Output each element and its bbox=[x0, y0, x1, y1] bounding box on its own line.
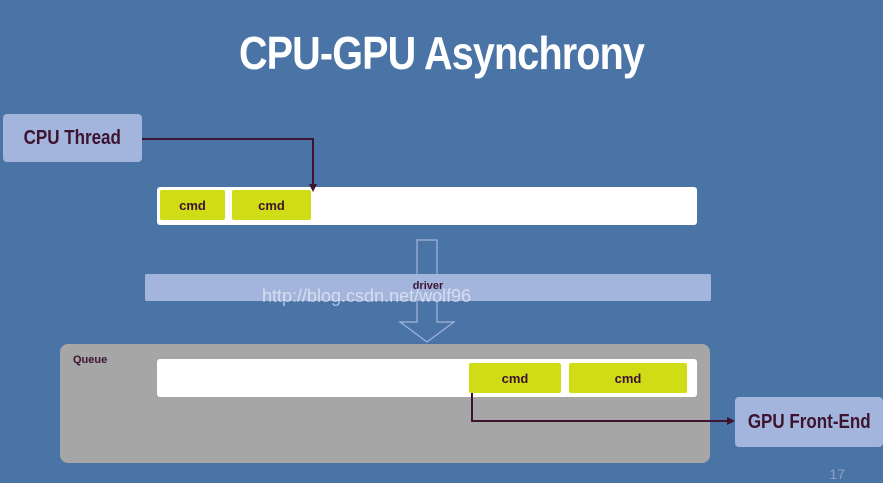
gpu-front-end-box: GPU Front-End bbox=[735, 397, 883, 447]
queue-cmd-block: cmd bbox=[469, 363, 561, 393]
cpu-cmd-block: cmd bbox=[232, 190, 311, 220]
driver-label: driver bbox=[412, 280, 444, 292]
slide-title: CPU-GPU Asynchrony bbox=[238, 27, 645, 79]
cpu-thread-box: CPU Thread bbox=[3, 114, 142, 162]
cpu-command-buffer: cmd cmd bbox=[157, 187, 697, 225]
queue-command-buffer: cmd cmd bbox=[157, 359, 697, 397]
cpu-thread-label: CPU Thread bbox=[23, 126, 122, 149]
page-number: 17 bbox=[829, 466, 845, 482]
queue-label: Queue bbox=[73, 354, 108, 366]
watermark: http://blog.csdn.net/wolf96 bbox=[262, 286, 472, 306]
gpu-front-end-label: GPU Front-End bbox=[747, 410, 871, 433]
cpu-cmd-block: cmd bbox=[160, 190, 225, 220]
hollow-down-arrow-icon bbox=[398, 239, 456, 343]
queue-to-gpu-arrow bbox=[471, 393, 730, 422]
queue-cmd-block: cmd bbox=[569, 363, 687, 393]
arrow-head-icon bbox=[309, 184, 317, 192]
arrow-head-icon bbox=[727, 417, 735, 425]
cpu-to-buffer-arrow bbox=[142, 138, 314, 188]
queue-container: Queue cmd cmd bbox=[60, 344, 710, 463]
driver-layer: driver bbox=[145, 274, 711, 301]
